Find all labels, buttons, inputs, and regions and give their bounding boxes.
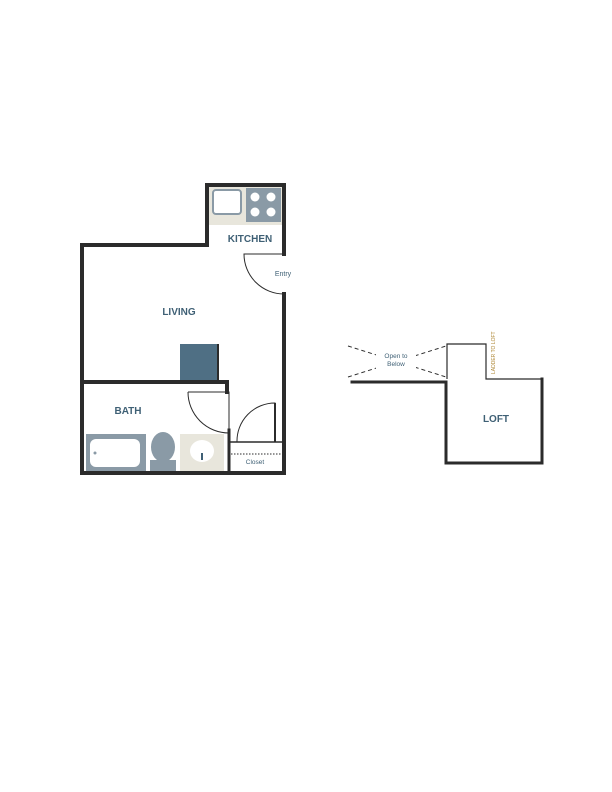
- bathtub-basin: [90, 439, 140, 467]
- stove-burner: [250, 207, 260, 217]
- stove: [246, 188, 281, 222]
- main-unit: KITCHEN LIVING BATH Entry Closet: [80, 183, 292, 475]
- ladder-label: LADDER TO LOFT: [491, 331, 497, 374]
- toilet-tank: [150, 460, 176, 471]
- entry-label: Entry: [275, 271, 292, 278]
- ladder-outline: [446, 343, 542, 380]
- stove-burner: [250, 192, 260, 202]
- open-below-label-bg: [376, 350, 416, 369]
- bathtub-drain: [93, 451, 97, 455]
- closet-label: Closet: [246, 459, 265, 466]
- closet-door-swing: [236, 402, 276, 443]
- bath-wall: [80, 380, 229, 394]
- open-below-label-2: Below: [387, 361, 405, 368]
- living-label: LIVING: [162, 307, 196, 318]
- bath-door-swing: [187, 391, 230, 434]
- loft-label: LOFT: [483, 414, 509, 425]
- entry-door-swing: [243, 253, 285, 295]
- toilet-bowl: [151, 432, 175, 462]
- open-below-label-1: Open to: [384, 353, 408, 360]
- kitchen-sink: [212, 189, 242, 215]
- loft-wall: [350, 377, 544, 465]
- vanity-sink: [190, 440, 214, 462]
- bath-label: BATH: [114, 406, 141, 417]
- stove-burner: [266, 207, 276, 217]
- kitchen-label: KITCHEN: [228, 234, 272, 245]
- stove-burner: [266, 192, 276, 202]
- outer-wall-left: [80, 243, 286, 475]
- appliance: [180, 344, 218, 380]
- loft-unit: Open to Below LADDER TO LOFT LOFT: [347, 331, 544, 465]
- outer-wall: [205, 183, 286, 256]
